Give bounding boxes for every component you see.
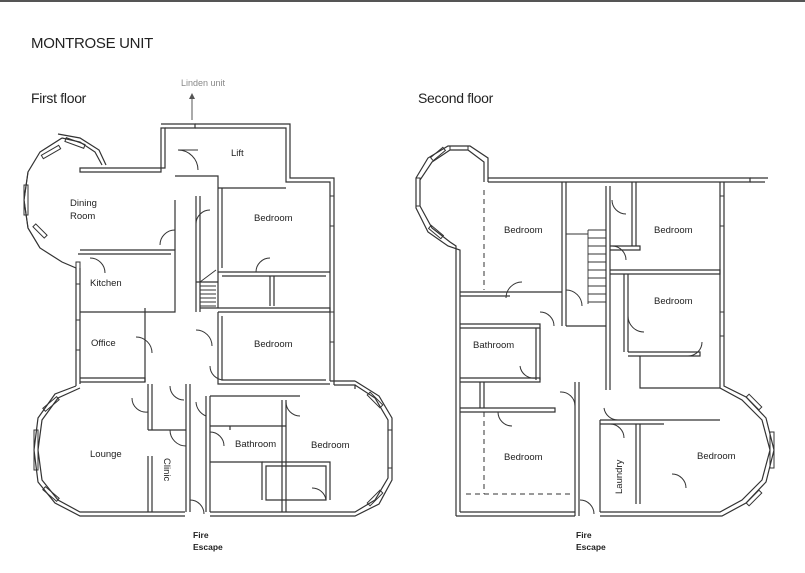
room-label-lift: Lift	[231, 148, 244, 159]
first-floor-plan	[23, 123, 393, 517]
room-label-bedroom-tl: Bedroom	[504, 225, 543, 236]
top-rule	[0, 0, 805, 2]
second-floor-doors	[497, 199, 703, 515]
room-label-dining-2: Room	[70, 211, 95, 222]
second-floor-stairs	[566, 229, 606, 304]
room-label-kitchen: Kitchen	[90, 278, 122, 289]
room-label-dining-1: Dining	[70, 198, 97, 209]
first-floor-label: First floor	[31, 90, 87, 106]
first-floor-stairs	[199, 269, 217, 307]
room-label-laundry: Laundry	[614, 459, 625, 494]
room-label-clinic: Clinic	[161, 458, 172, 481]
room-label-bedroom-mid: Bedroom	[254, 339, 293, 350]
room-label-bedroom-right: Bedroom	[311, 440, 350, 451]
linden-unit-label: Linden unit	[181, 78, 226, 88]
room-label-lounge: Lounge	[90, 449, 122, 460]
first-floor-interior-walls	[78, 175, 331, 512]
room-label-bedroom-top: Bedroom	[254, 213, 293, 224]
room-label-bedroom-r: Bedroom	[654, 296, 693, 307]
fire-escape-label-2-2: Escape	[576, 542, 606, 552]
second-floor-windows	[415, 145, 775, 507]
second-floor-dashed-lines	[466, 190, 572, 495]
first-floor-doors	[89, 149, 327, 515]
fire-escape-label-1: Fire	[193, 530, 209, 540]
fire-escape-label-2-1: Fire	[576, 530, 592, 540]
fire-escape-label-2: Escape	[193, 542, 223, 552]
first-floor-outer-walls	[23, 123, 393, 517]
room-label-office: Office	[91, 338, 116, 349]
second-floor-plan	[415, 145, 775, 517]
page-title: MONTROSE UNIT	[31, 35, 153, 52]
first-floor-windows	[23, 137, 393, 507]
room-label-bedroom-tr: Bedroom	[654, 225, 693, 236]
room-label-bathroom-2: Bathroom	[473, 340, 514, 351]
room-label-bedroom-bl: Bedroom	[504, 452, 543, 463]
second-floor-label: Second floor	[418, 90, 494, 106]
room-label-bedroom-br: Bedroom	[697, 451, 736, 462]
room-label-bathroom: Bathroom	[235, 439, 276, 450]
